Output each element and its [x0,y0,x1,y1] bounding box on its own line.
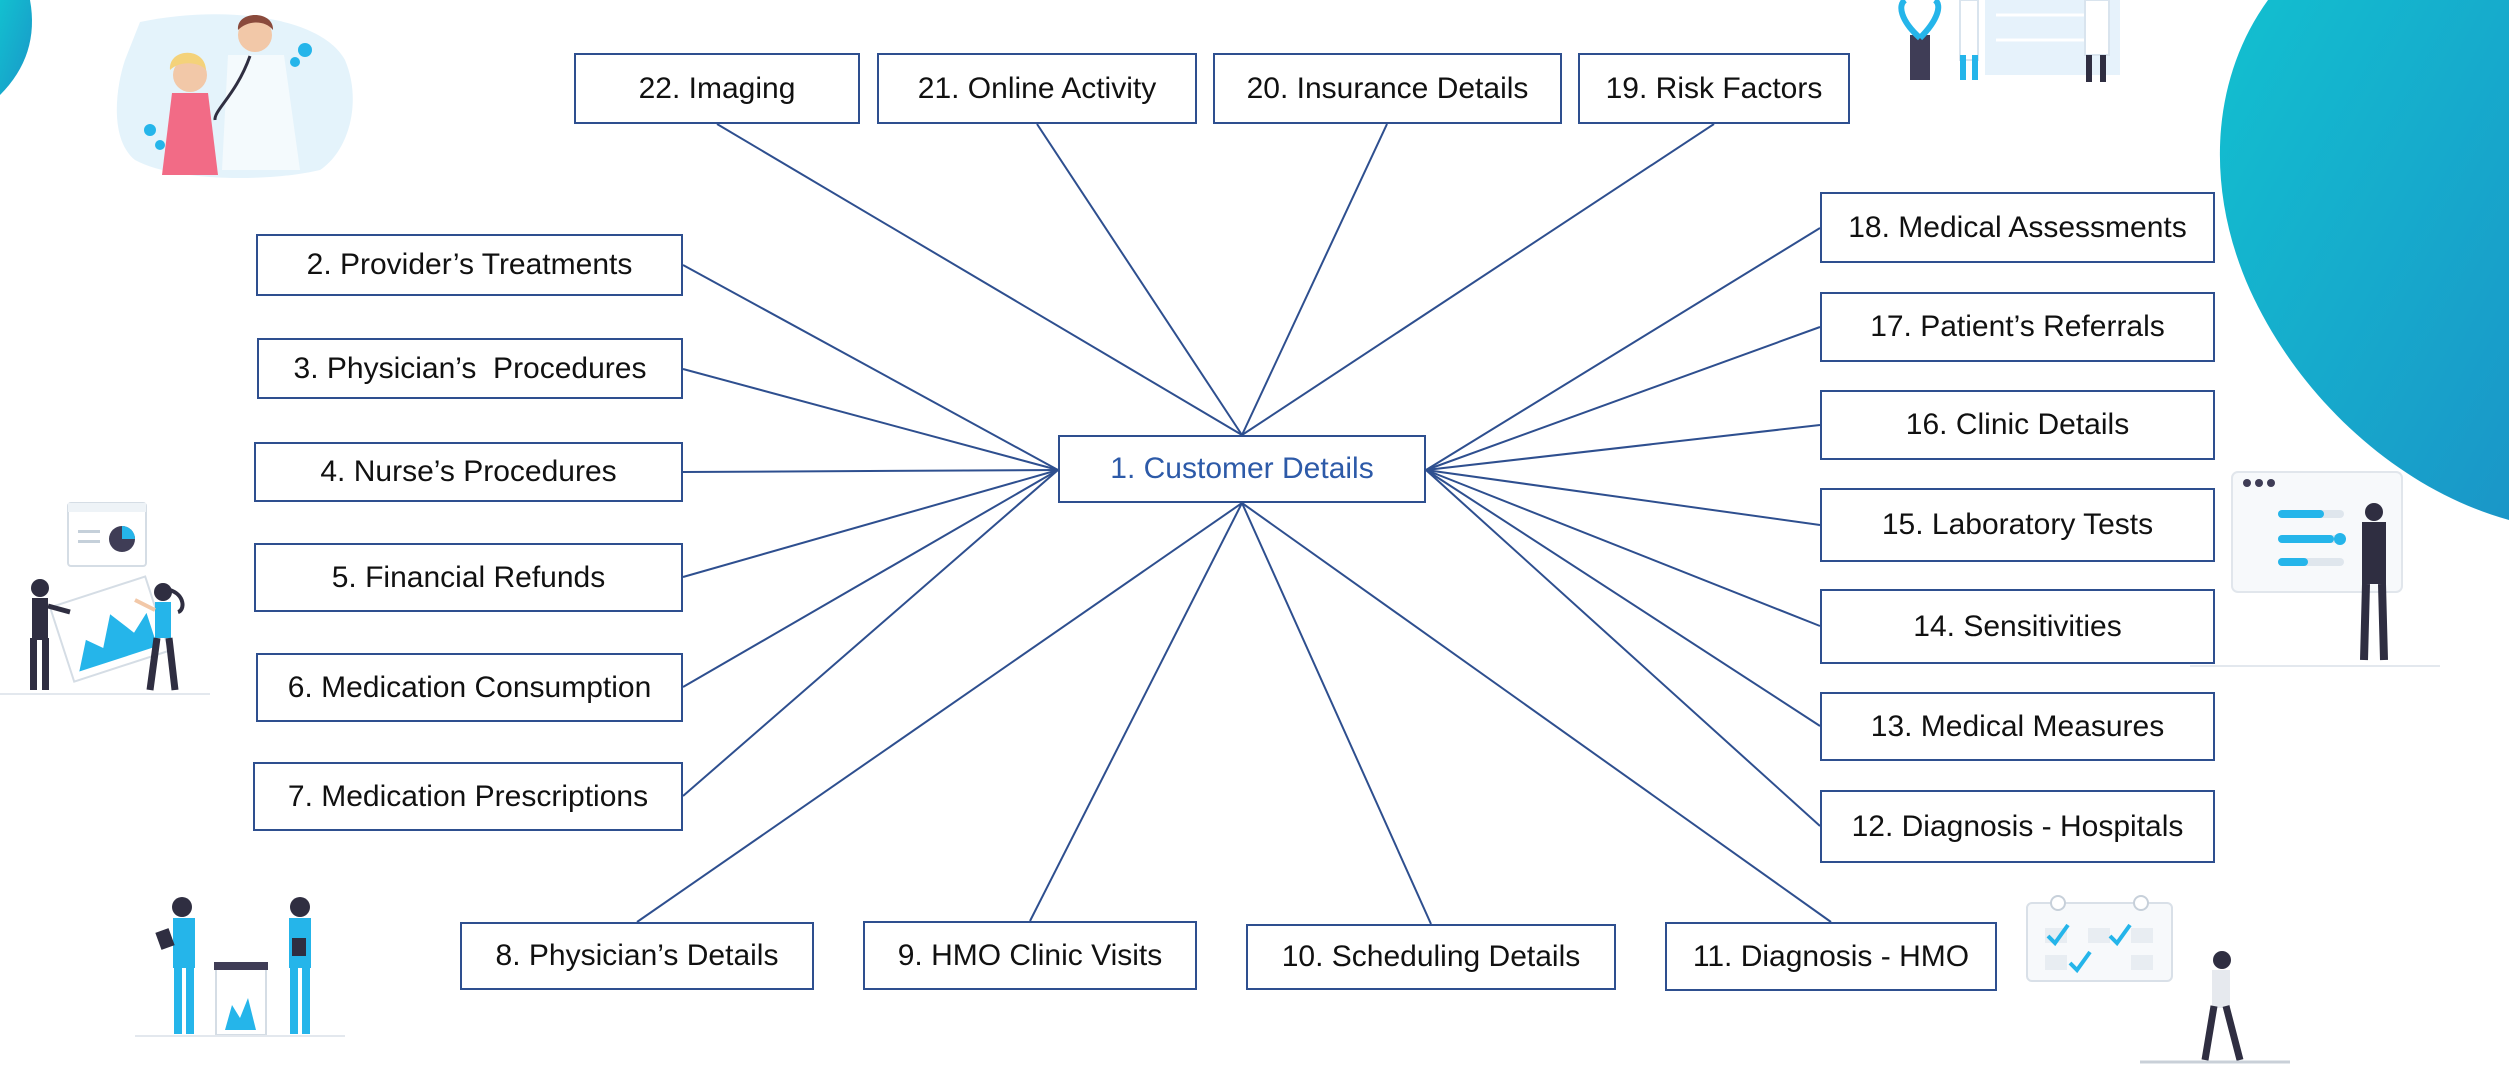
connector-line [636,502,1243,923]
connector-line [1425,424,1821,471]
doctor-patient-illustration [116,14,353,179]
connector-line [1036,123,1243,436]
top-right-blob [2219,0,2509,520]
node-customer-details: 1. Customer Details [1058,435,1426,503]
node-patients-referrals: 17. Patient’s Referrals [1820,292,2215,362]
connector-line [1425,469,1821,526]
connector-line [1425,469,1821,827]
nurses-medicine-illustration [135,897,345,1037]
connector-line [682,368,1059,471]
node-medical-measures: 13. Medical Measures [1820,692,2215,761]
node-insurance-details: 20. Insurance Details [1213,53,1562,124]
node-diagnosis-hospitals: 12. Diagnosis - Hospitals [1820,790,2215,863]
connector-line [1241,123,1388,436]
connector-line [1241,502,1432,925]
node-providers-treatments: 2. Provider’s Treatments [256,234,683,296]
node-nurses-procedures: 4. Nurse’s Procedures [254,442,683,502]
node-scheduling-details: 10. Scheduling Details [1246,924,1616,990]
connector-line [1425,326,1821,471]
connector-line [1425,469,1821,727]
node-medical-assessments: 18. Medical Assessments [1820,192,2215,263]
chart-presentation-illustration [0,502,210,695]
checklist-screen-illustration [2190,471,2440,667]
connector-line [1241,502,1832,923]
node-clinic-details: 16. Clinic Details [1820,390,2215,460]
calendar-person-illustration [2026,895,2290,1064]
clinic-staff-illustration [1898,0,2120,82]
connector-line [682,469,1059,688]
node-medication-prescriptions: 7. Medication Prescriptions [253,762,683,831]
node-online-activity: 21. Online Activity [877,53,1197,124]
node-medication-consumption: 6. Medication Consumption [256,653,683,722]
node-laboratory-tests: 15. Laboratory Tests [1820,488,2215,562]
connector-line [682,469,1059,473]
node-hmo-clinic-visits: 9. HMO Clinic Visits [863,921,1197,990]
connector-line [682,264,1059,471]
node-financial-refunds: 5. Financial Refunds [254,543,683,612]
connector-line [1029,502,1243,922]
node-physicians-procedures: 3. Physician’s Procedures [257,338,683,399]
node-sensitivities: 14. Sensitivities [1820,589,2215,664]
connector-line [1241,123,1715,436]
connector-line [682,469,1059,578]
connector-line [1425,227,1821,471]
connector-line [682,469,1059,797]
connector-line [1425,469,1821,627]
node-imaging: 22. Imaging [574,53,860,124]
top-left-corner-blob [0,0,32,95]
node-risk-factors: 19. Risk Factors [1578,53,1850,124]
node-physicians-details: 8. Physician’s Details [460,922,814,990]
connector-line [716,123,1243,436]
node-diagnosis-hmo: 11. Diagnosis - HMO [1665,922,1997,991]
